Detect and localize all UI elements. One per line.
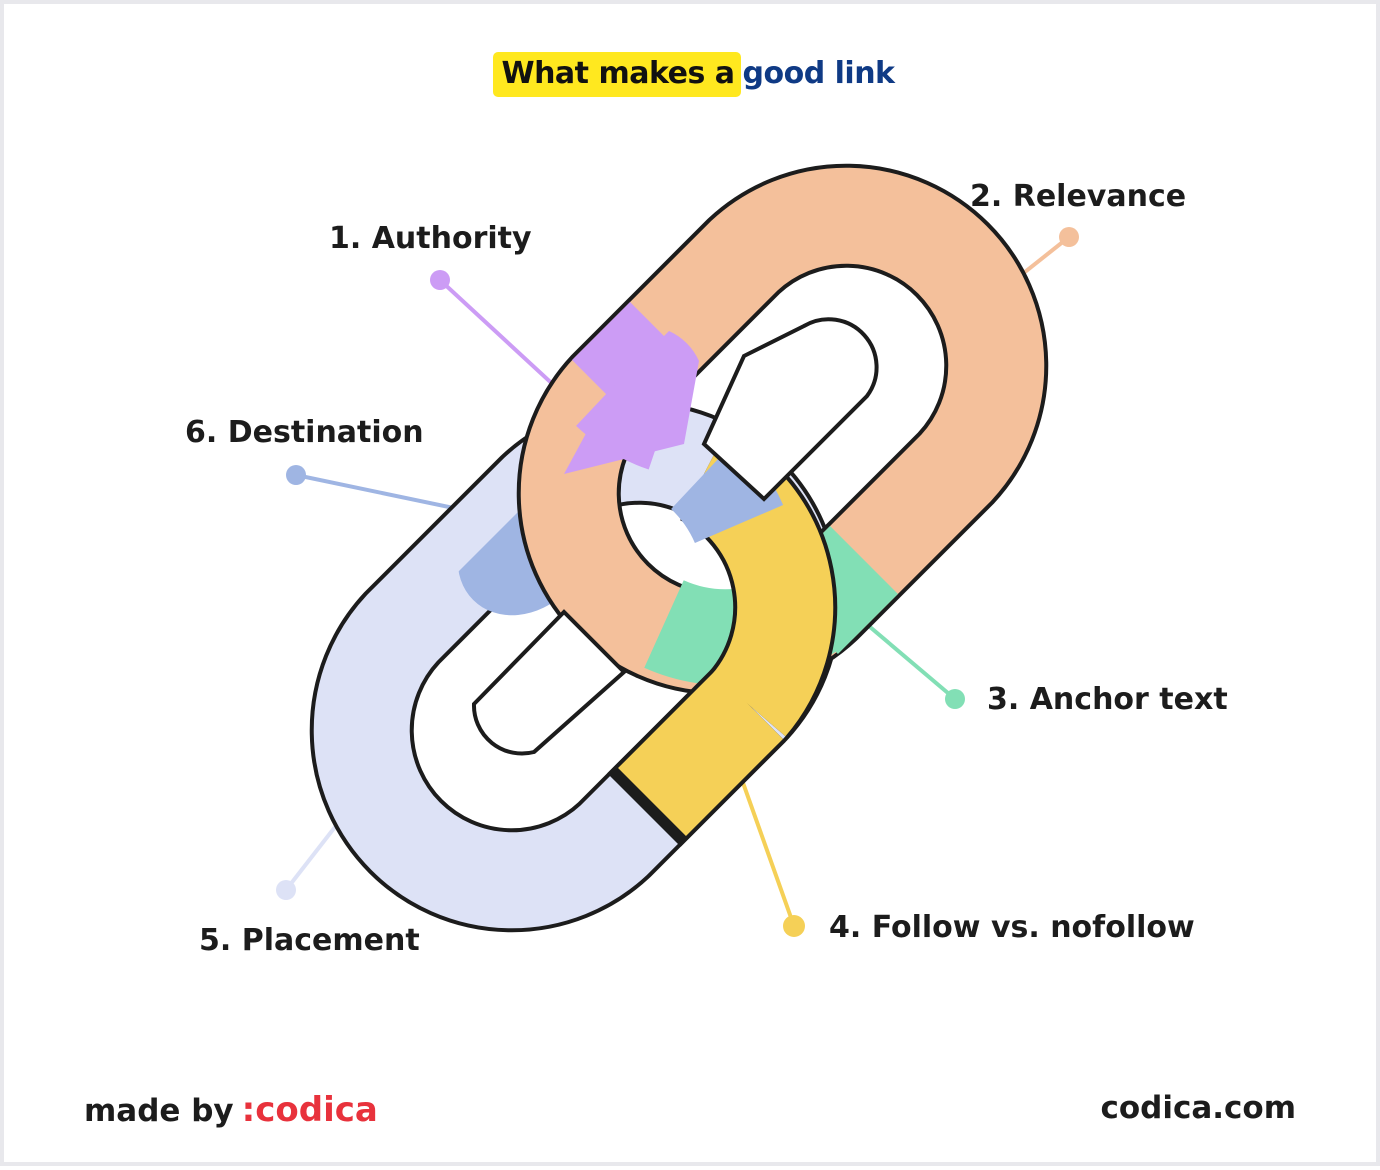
made-by-text: made by (84, 1093, 234, 1129)
authority-dot (430, 270, 450, 290)
label-authority: 1. Authority (329, 221, 532, 256)
label-anchor-text: 3. Anchor text (987, 682, 1228, 717)
anchor-dot (945, 689, 965, 709)
relevance-dot (1059, 227, 1079, 247)
follow-segment (607, 427, 838, 847)
follow-dot (783, 915, 805, 937)
brand-logo: :codica (241, 1090, 378, 1130)
upper-link-opening (701, 317, 879, 502)
site-url[interactable]: codica.com (1100, 1090, 1296, 1126)
title-highlight: What makes a (493, 52, 741, 97)
label-follow: 4. Follow vs. nofollow (829, 910, 1195, 945)
label-placement: 5. Placement (199, 923, 420, 958)
upper-chain-link (516, 163, 1049, 696)
label-relevance: 2. Relevance (970, 179, 1187, 214)
made-by-credit: made by:codica (84, 1090, 378, 1130)
label-destination: 6. Destination (185, 415, 424, 450)
destination-dot (286, 465, 306, 485)
title-accent: good link (742, 56, 896, 91)
lower-link-opening (471, 609, 627, 756)
chain-link-illustration (276, 163, 1079, 937)
placement-dot (276, 880, 296, 900)
